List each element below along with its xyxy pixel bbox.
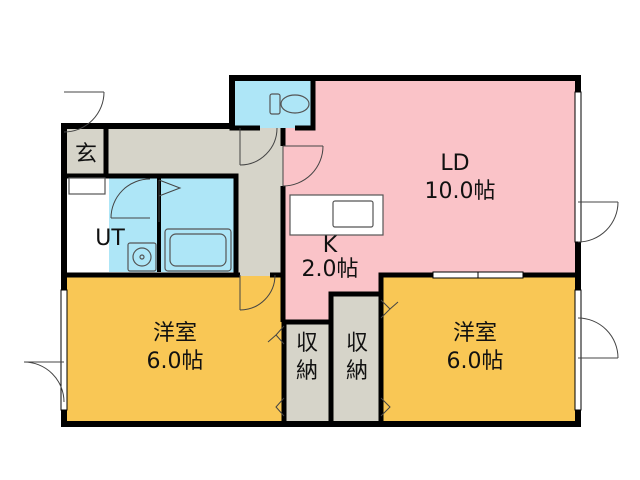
storage-left-door-top-2 bbox=[267, 334, 277, 343]
bedroom-left-name: 洋室 bbox=[153, 321, 197, 346]
room-fills bbox=[66, 80, 577, 422]
ld-name: LD bbox=[440, 151, 469, 176]
storage-right-door-top-2 bbox=[389, 301, 399, 310]
bathtub-fixture bbox=[164, 228, 232, 272]
storage-left-fill bbox=[284, 322, 330, 422]
window-bedroom-right bbox=[574, 289, 582, 411]
storage-left-door-bottom bbox=[275, 397, 285, 417]
bath-door bbox=[158, 179, 182, 222]
bedroom-left-outer-door bbox=[23, 361, 65, 403]
genkan-fill bbox=[66, 128, 106, 176]
storage-right-name: 収納 bbox=[346, 331, 368, 384]
hallway-fill bbox=[106, 128, 283, 276]
storage-left-name: 収納 bbox=[296, 331, 318, 384]
labels: LD 10.0帖 K 2.0帖 UT 玄 洋室 6.0帖 洋室 6.0帖 収納 … bbox=[75, 142, 504, 384]
wash-basin-fixture bbox=[127, 242, 157, 272]
entrance-door bbox=[63, 91, 105, 133]
fixtures bbox=[68, 93, 384, 272]
k-name: K bbox=[323, 233, 338, 258]
washer-spot bbox=[68, 177, 106, 195]
toilet-wall-right bbox=[295, 78, 316, 131]
toilet-room-fill bbox=[235, 80, 313, 128]
doors bbox=[23, 91, 619, 417]
window-bedroom-left bbox=[60, 289, 68, 411]
toilet-door bbox=[239, 127, 278, 166]
toilet-fixture bbox=[269, 93, 310, 115]
bedroom-right-fill bbox=[381, 276, 577, 422]
storage-right-door-bottom bbox=[380, 397, 391, 417]
ld-right-door bbox=[577, 201, 619, 243]
storage-right-fill bbox=[333, 296, 381, 422]
bath-wall bbox=[106, 173, 239, 276]
kitchen-door bbox=[282, 145, 324, 187]
kitchen-counter bbox=[289, 194, 384, 236]
k-size: 2.0帖 bbox=[302, 257, 359, 282]
ut-room-fill bbox=[109, 177, 234, 272]
bedroom-left-size: 6.0帖 bbox=[147, 349, 204, 374]
ut-name: UT bbox=[95, 226, 125, 251]
bedroom-left-door bbox=[239, 274, 276, 311]
genkan-name: 玄 bbox=[75, 142, 97, 167]
ut-door bbox=[110, 178, 151, 219]
bedroom-left-fill bbox=[66, 276, 284, 422]
bedroom-right-name: 洋室 bbox=[453, 321, 497, 346]
storage-wall bbox=[284, 272, 433, 325]
ld-size: 10.0帖 bbox=[425, 179, 496, 204]
bedroom-right-door bbox=[577, 317, 619, 359]
bedroom-right-size: 6.0帖 bbox=[447, 349, 504, 374]
toilet-wall bbox=[229, 78, 260, 131]
window-ld-right bbox=[574, 91, 582, 243]
ld-room-fill bbox=[283, 80, 577, 320]
